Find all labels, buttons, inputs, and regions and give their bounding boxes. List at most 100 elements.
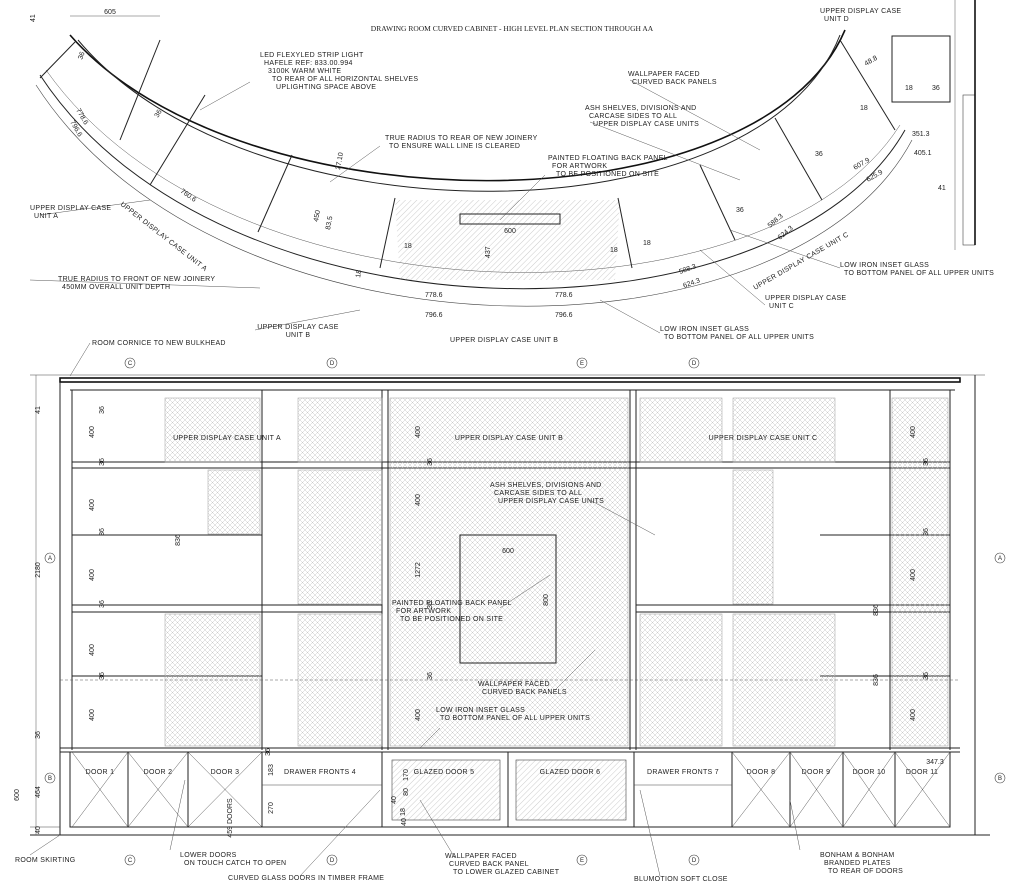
plan-note-line: TRUE RADIUS TO FRONT OF NEW JOINERY — [58, 276, 215, 283]
elevation-note-line: ROOM SKIRTING — [15, 857, 76, 864]
grid-bubble-circle — [124, 854, 136, 866]
elevation-dim: 36 — [427, 458, 434, 466]
plan-dim: 600 — [504, 228, 516, 235]
elevation-note-line: CURVED BACK PANEL — [449, 861, 529, 868]
elevation: UPPER DISPLAY CASE UNIT A UPPER DISPLAY … — [14, 340, 1006, 883]
elevation-dim: 400 — [89, 426, 96, 438]
grid-bubble-label: D — [692, 858, 697, 864]
plan-note-line: CARCASE SIDES TO ALL — [589, 113, 677, 120]
drawing-title: DRAWING ROOM CURVED CABINET - HIGH LEVEL… — [371, 24, 654, 33]
elevation-note-line: PAINTED FLOATING BACK PANEL — [392, 600, 512, 607]
elevation-note-line: WALLPAPER FACED — [478, 681, 550, 688]
plan-dim: 796.6 — [425, 312, 443, 319]
grid-bubble-label: B — [998, 776, 1002, 782]
elevation-note-line: TO BOTTOM PANEL OF ALL UPPER UNITS — [440, 715, 590, 722]
grid-bubble: E — [576, 854, 588, 866]
elevation-dim: 2180 — [35, 562, 42, 578]
plan-note-line: TO BOTTOM PANEL OF ALL UPPER UNITS — [844, 270, 994, 277]
plan-dim: 27.10 — [335, 152, 345, 171]
plan-note-line: LED FLEXYLED STRIP LIGHT — [260, 52, 364, 59]
plan-note-line: TO BE POSITIONED ON SITE — [556, 171, 659, 178]
grid-bubble-circle — [688, 854, 700, 866]
plan-dim: 450 — [313, 210, 322, 223]
elevation-note-line: CURVED BACK PANELS — [482, 689, 567, 696]
lower-unit-label: DOOR 10 — [853, 769, 886, 776]
elevation-dim: 400 — [89, 644, 96, 656]
elevation-dim: 459 DOORS — [227, 798, 234, 838]
grid-bubble-label: C — [128, 858, 133, 864]
elevation-note-line: TO REAR OF DOORS — [828, 868, 903, 875]
elevation-dim: 600 — [502, 548, 514, 555]
plan-dim: 605 — [104, 9, 116, 16]
plan-note-line: UNIT C — [769, 303, 794, 310]
grid-bubble-circle — [124, 357, 136, 369]
elevation-dim: 400 — [415, 494, 422, 506]
plan-dim: 18 — [905, 85, 913, 92]
elevation-unit-label: UPPER DISPLAY CASE UNIT C — [709, 435, 818, 442]
grid-bubble-circle — [326, 854, 338, 866]
grid-bubble: E — [576, 357, 588, 369]
plan-dim: 796.6 — [555, 312, 573, 319]
elevation-dim: 36 — [99, 458, 106, 466]
elevation-note-line: WALLPAPER FACED — [445, 853, 517, 860]
plan-dim: 588.3 — [767, 213, 785, 230]
grid-bubble: B — [44, 772, 56, 784]
plan-dim: 18 — [610, 247, 618, 254]
grid-bubble-circle — [994, 552, 1006, 564]
elevation-dim: 1272 — [415, 562, 422, 578]
elevation-dim: 400 — [89, 709, 96, 721]
grid-bubble: D — [326, 854, 338, 866]
elevation-note-line: ROOM CORNICE TO NEW BULKHEAD — [92, 340, 226, 347]
lower-unit-label: DOOR 9 — [802, 769, 831, 776]
plan-dim: 36 — [932, 85, 940, 92]
plan-note-line: UPLIGHTING SPACE ABOVE — [276, 84, 376, 91]
elevation-note-line: LOWER DOORS — [180, 852, 237, 859]
grid-bubble-label: D — [692, 361, 697, 367]
grid-bubble-circle — [44, 772, 56, 784]
grid-bubble-circle — [688, 357, 700, 369]
elevation-dim: 36 — [99, 672, 106, 680]
plan-dim: 36 — [736, 207, 744, 214]
plan-note-line: UPPER DISPLAY CASE — [30, 205, 111, 212]
grid-bubble: C — [124, 357, 136, 369]
elevation-dim: 18 — [400, 808, 407, 816]
plan-dim: 36 — [154, 109, 164, 119]
plan-dim: 405.1 — [914, 150, 932, 157]
elevation-dim: 836 — [873, 674, 880, 686]
plan-note-line: TO ENSURE WALL LINE IS CLEARED — [389, 143, 520, 150]
elevation-dim: 400 — [415, 709, 422, 721]
grid-bubble: A — [44, 552, 56, 564]
lower-unit-label: DOOR 8 — [747, 769, 776, 776]
plan-dim: 41 — [938, 185, 946, 192]
elevation-dim: 183 — [268, 764, 275, 776]
elevation-note-line: TO LOWER GLAZED CABINET — [453, 869, 560, 876]
plan-note-line: TO REAR OF ALL HORIZONTAL SHELVES — [272, 76, 418, 83]
plan-note-line: UNIT D — [824, 16, 849, 23]
plan-note-line: UNIT A — [34, 213, 58, 220]
elevation-dim: 40 — [391, 796, 398, 804]
grid-bubble-circle — [44, 552, 56, 564]
plan-note-line: LOW IRON INSET GLASS — [660, 326, 749, 333]
elevation-note-line: BONHAM & BONHAM — [820, 852, 895, 859]
elevation-unit-label: UPPER DISPLAY CASE UNIT B — [455, 435, 563, 442]
plan-note-line: UPPER DISPLAY CASE — [820, 8, 901, 15]
plan-note-line: UPPER DISPLAY CASE UNITS — [593, 121, 699, 128]
lower-unit-label: DOOR 1 — [86, 769, 115, 776]
plan-dim: 351.3 — [912, 131, 930, 138]
grid-bubble-circle — [576, 854, 588, 866]
elevation-dim: 400 — [910, 709, 917, 721]
elevation-dim: 36 — [265, 748, 272, 756]
plan-note-line: WALLPAPER FACED — [628, 71, 700, 78]
elevation-unit-label: UPPER DISPLAY CASE UNIT A — [173, 435, 281, 442]
elevation-dim: 80 — [403, 788, 410, 796]
plan-note-line: PAINTED FLOATING BACK PANEL — [548, 155, 668, 162]
elevation-dim: 400 — [415, 426, 422, 438]
grid-bubble: D — [326, 357, 338, 369]
plan-unit-label: UPPER DISPLAY CASE UNIT B — [450, 337, 558, 344]
plan-dim: 36 — [815, 151, 823, 158]
plan-dim: 624.3 — [777, 225, 795, 242]
plan-note-line: LOW IRON INSET GLASS — [840, 262, 929, 269]
lower-unit-label: DOOR 3 — [211, 769, 240, 776]
elevation-note-line: BRANDED PLATES — [824, 860, 891, 867]
grid-bubble-label: D — [330, 858, 335, 864]
